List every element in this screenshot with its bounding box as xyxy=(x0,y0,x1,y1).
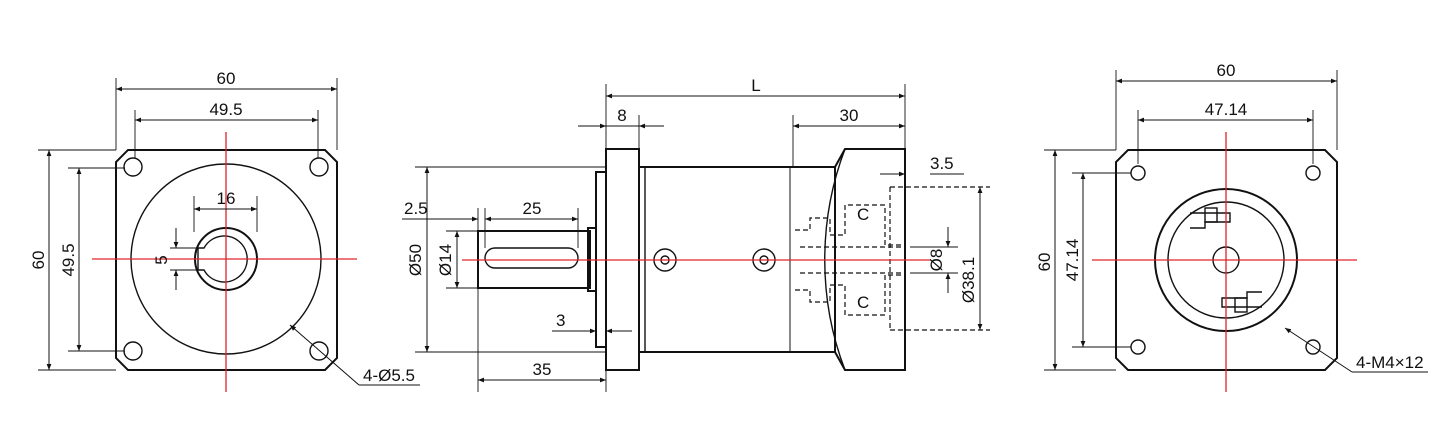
front-shaft-dia-dim: 16 xyxy=(217,189,236,208)
rear-thread-hole-bl xyxy=(1130,339,1146,355)
rear-flange-outline xyxy=(1115,149,1338,371)
shaft-keyway xyxy=(484,247,579,269)
front-width-dim: 60 xyxy=(217,69,236,88)
front-bolt-hole-br xyxy=(309,341,329,361)
front-bolt-hole-tr xyxy=(309,157,329,177)
rear-thread-hole-br xyxy=(1305,339,1321,355)
rear-thread-hole-tl xyxy=(1130,165,1146,181)
front-bolt-hole-bl xyxy=(123,341,143,361)
side-view: C C L 8 30 3.5 2.5 25 Ø50 xyxy=(402,76,990,392)
step-depth-dim: 3.5 xyxy=(930,154,954,173)
rear-thread-hole-tr xyxy=(1305,165,1321,181)
pilot-height-dim: 3 xyxy=(556,311,565,330)
hidden-clamp xyxy=(795,204,905,246)
rear-bolt-pitch-h-dim: 47.14 xyxy=(1205,100,1248,119)
input-pilot-dia-dim: Ø38.1 xyxy=(959,257,978,303)
front-bolt-pitch-v-dim: 49.5 xyxy=(59,243,78,276)
front-view: 60 49.5 60 49.5 16 5 4-Ø5.5 xyxy=(29,69,420,392)
input-bore-dia-dim: Ø8 xyxy=(927,249,946,272)
rear-width-dim: 60 xyxy=(1217,61,1236,80)
clamp-label-top: C xyxy=(857,205,869,224)
front-hole-callout: 4-Ø5.5 xyxy=(363,366,415,385)
pilot-dia-dim: Ø50 xyxy=(406,244,425,276)
front-height-dim: 60 xyxy=(29,251,48,270)
key-length-dim: 25 xyxy=(523,199,542,218)
shaft-length-dim: 35 xyxy=(533,360,552,379)
front-bolt-pitch-h-dim: 49.5 xyxy=(209,100,242,119)
flange-thickness-dim: 8 xyxy=(617,106,626,125)
front-key-width-dim: 5 xyxy=(152,255,171,264)
rear-bolt-pitch-v-dim: 47.14 xyxy=(1063,239,1082,282)
rear-thread-callout: 4-M4×12 xyxy=(1356,353,1424,372)
front-flange-outline xyxy=(115,149,338,371)
shaft-dia-dim: Ø14 xyxy=(436,244,455,276)
front-bolt-hole-tl xyxy=(123,157,143,177)
front-shaft-keyed xyxy=(197,235,248,283)
clamp-label-bottom: C xyxy=(857,293,869,312)
key-offset-dim: 2.5 xyxy=(404,199,428,218)
rear-view: 60 47.14 60 47.14 4-M4×12 xyxy=(1035,61,1428,392)
overall-length-dim: L xyxy=(751,76,760,95)
rear-height-dim: 60 xyxy=(1035,253,1054,272)
input-length-dim: 30 xyxy=(840,106,859,125)
